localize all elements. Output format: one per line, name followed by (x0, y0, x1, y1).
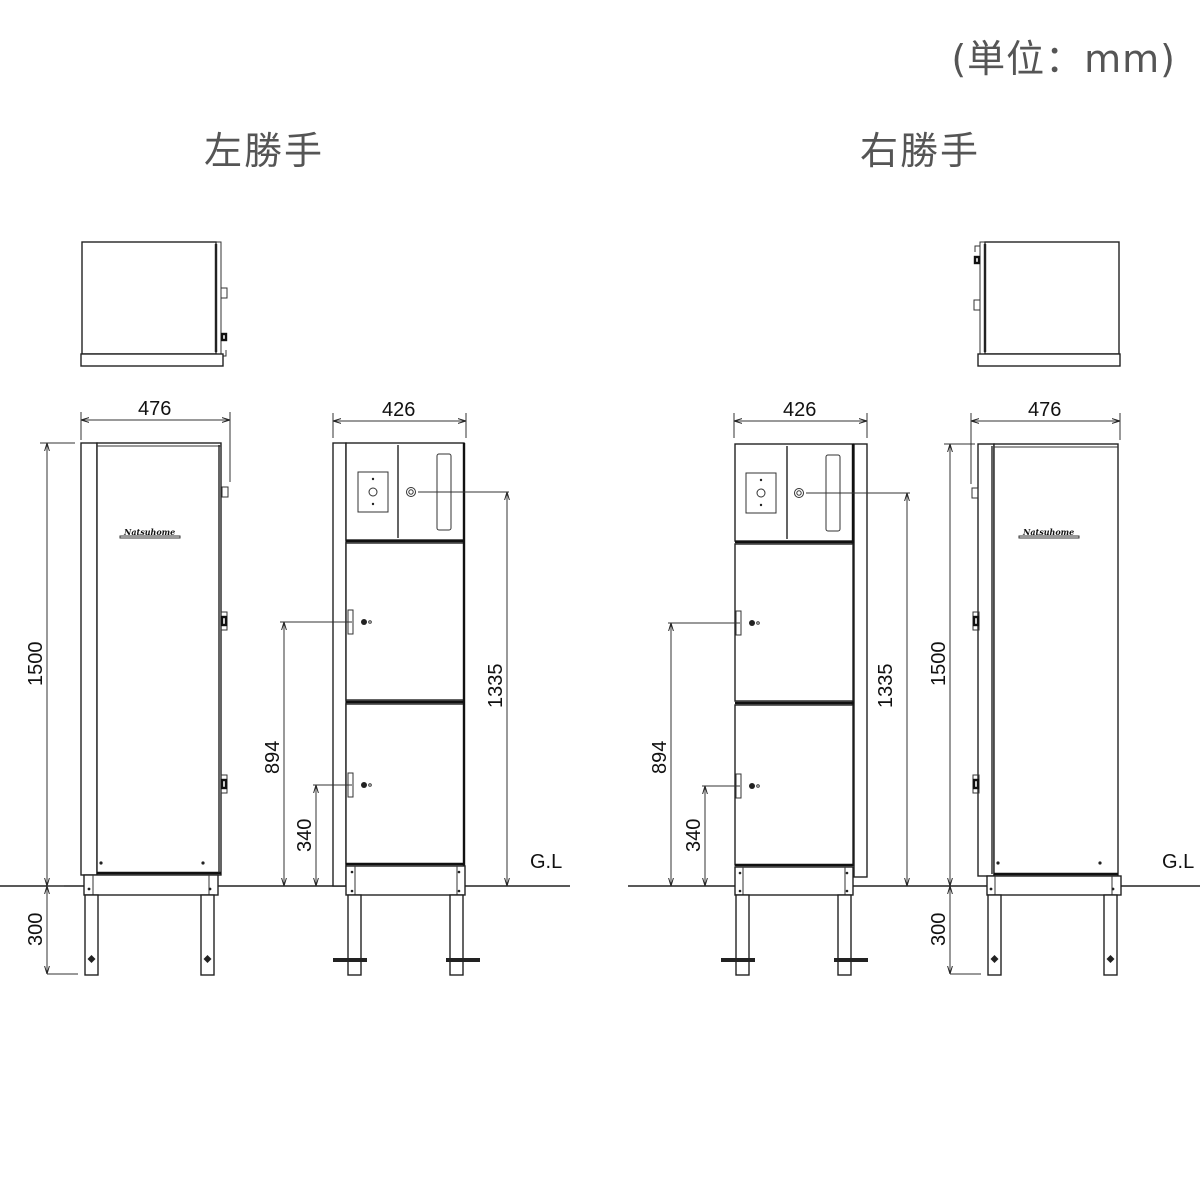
dim-1335-right: 1335 (875, 664, 897, 709)
gl-label-left: G.L (530, 851, 562, 873)
dim-340-right: 340 (683, 819, 705, 852)
gl-label-right: G.L (1162, 851, 1194, 873)
left-hand-title: 左勝手 (204, 129, 325, 173)
brand-logo-right: Natsuhome (1022, 527, 1074, 537)
dim-340-left: 340 (294, 819, 316, 852)
dim-300-right: 300 (928, 913, 950, 946)
dim-894-right: 894 (649, 741, 671, 774)
right-top-view (973, 241, 1121, 367)
left-top-view (80, 241, 228, 367)
dim-1335-left: 1335 (485, 664, 507, 709)
dim-1500-left: 1500 (25, 642, 47, 687)
right-front-view: 426 (649, 399, 910, 976)
dim-476-right: 476 (1028, 399, 1061, 421)
left-front-view: 426 (262, 399, 509, 976)
left-side-view: 476 Natsuhome 1500 (25, 398, 231, 976)
dim-476-left: 476 (138, 398, 171, 420)
brand-logo-left: Natsuhome (123, 527, 175, 537)
dim-894-left: 894 (262, 741, 284, 774)
dim-426-left: 426 (382, 399, 415, 421)
right-side-view: 476 Natsuhome 1500 (928, 399, 1122, 976)
right-hand-title: 右勝手 (860, 129, 981, 173)
dim-300-left: 300 (25, 913, 47, 946)
dim-426-right: 426 (783, 399, 816, 421)
dim-1500-right: 1500 (928, 642, 950, 687)
unit-label: (単位：mm) (951, 37, 1176, 81)
